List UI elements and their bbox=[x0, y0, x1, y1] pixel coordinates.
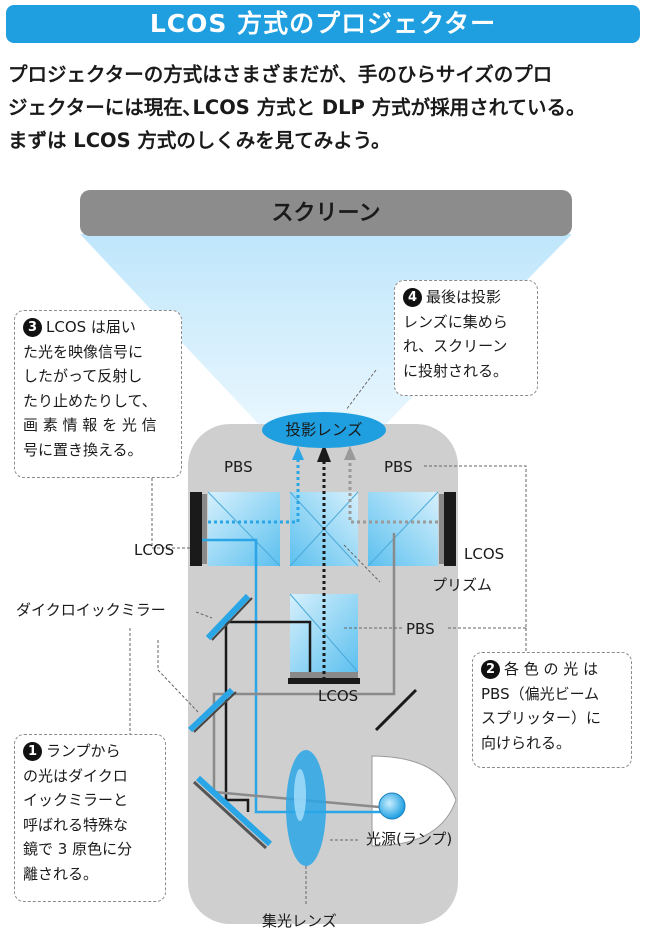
prism-label: プリズム bbox=[432, 576, 493, 594]
pbs-center-label: PBS bbox=[406, 620, 435, 638]
projection-lens bbox=[262, 412, 386, 448]
intro-text: プロジェクターの方式はさまざまだが、手のひらサイズのプロ ジェクターには現在､L… bbox=[8, 58, 640, 157]
light-source-label: 光源(ランプ) bbox=[366, 830, 453, 848]
step-number-badge: 2 bbox=[481, 660, 500, 679]
projection-lens-label: 投影レンズ bbox=[285, 421, 363, 439]
screen bbox=[80, 190, 572, 236]
lcos-left-panel bbox=[190, 492, 202, 566]
page-title: LCOS 方式のプロジェクター bbox=[6, 5, 640, 43]
step-number-badge: 4 bbox=[403, 288, 422, 307]
pbs-right-label: PBS bbox=[384, 458, 413, 476]
intro-line: ジェクターには現在､LCOS 方式と DLP 方式が採用されている。 bbox=[8, 96, 586, 119]
pbs-left-label: PBS bbox=[224, 458, 253, 476]
leader-lines bbox=[129, 369, 527, 906]
lcos-left-label: LCOS bbox=[134, 541, 175, 559]
lcos-right-panel bbox=[444, 492, 456, 566]
screen-label: スクリーン bbox=[271, 201, 381, 226]
lcos-bottom-label: LCOS bbox=[318, 687, 359, 705]
output-paths bbox=[208, 444, 438, 680]
condenser-lens bbox=[286, 750, 326, 866]
step-number-badge: 3 bbox=[23, 318, 42, 337]
condenser-lens-label: 集光レンズ bbox=[262, 912, 337, 930]
dichroic-mirrors bbox=[187, 593, 418, 850]
intro-line: プロジェクターの方式はさまざまだが、手のひらサイズのプロ bbox=[8, 63, 553, 86]
lcos-bottom-panel bbox=[290, 672, 358, 678]
step-number-badge: 1 bbox=[23, 742, 42, 761]
dichroic-mirror-label: ダイクロイックミラー bbox=[16, 601, 166, 619]
lamp bbox=[378, 792, 406, 820]
lamp-reflector bbox=[371, 755, 457, 847]
intro-line: まずは LCOS 方式のしくみを見てみよう。 bbox=[8, 129, 391, 152]
lcos-right-label: LCOS bbox=[464, 545, 505, 563]
